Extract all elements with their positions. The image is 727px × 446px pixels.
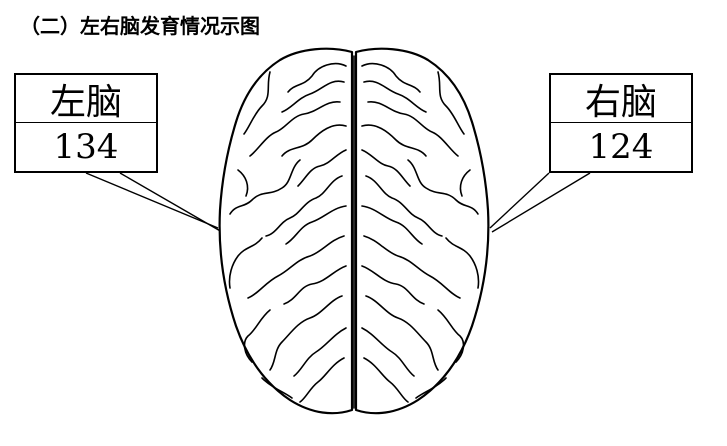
right-brain-value: 124	[588, 127, 654, 167]
left-brain-label: 左脑	[16, 75, 156, 123]
right-brain-label: 右脑	[551, 75, 691, 123]
right-hemisphere	[354, 47, 490, 415]
right-leader-upper	[489, 172, 550, 229]
left-leader-upper	[85, 172, 219, 229]
right-brain-label-box: 右脑 124	[549, 73, 693, 173]
leader-lines	[85, 172, 591, 233]
left-gyri	[228, 62, 347, 403]
left-hemisphere	[218, 47, 354, 415]
page-title: （二）左右脑发育情况示图	[20, 14, 260, 38]
left-brain-value: 134	[53, 127, 119, 167]
left-leader-lower	[119, 172, 223, 233]
right-gyri	[361, 62, 480, 403]
right-leader-lower	[491, 172, 591, 233]
left-brain-label-box: 左脑 134	[14, 73, 158, 173]
